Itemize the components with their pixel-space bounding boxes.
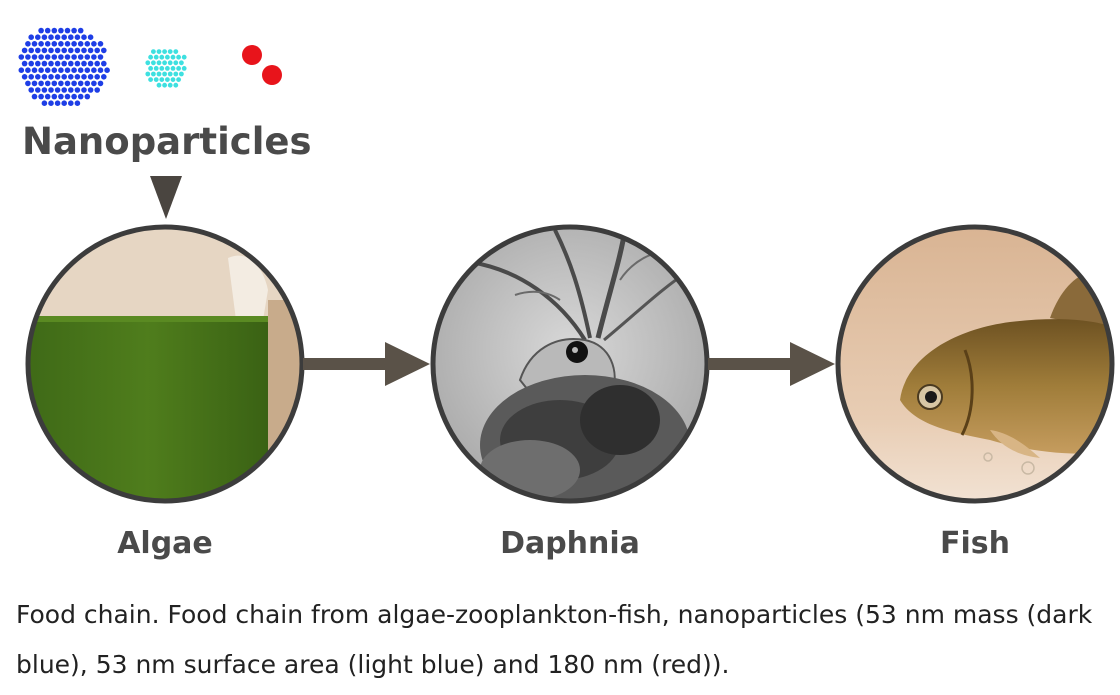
- daphnia-image: [433, 227, 707, 501]
- arrow-algae-to-daphnia: [303, 342, 430, 386]
- fish-image: [838, 227, 1112, 501]
- figure-caption: Food chain. Food chain from algae-zoopla…: [16, 600, 1093, 679]
- fish-node: [835, 224, 1115, 504]
- fish-label: Fish: [940, 526, 1010, 561]
- nanoparticles-title: Nanoparticles: [22, 120, 312, 163]
- down-arrow: [150, 176, 182, 219]
- food-chain-diagram: Nanoparticles: [18, 27, 1115, 561]
- nanoparticles-red-cluster: [242, 45, 282, 85]
- algae-node: [25, 224, 305, 504]
- nanoparticles-light-blue-cluster: [145, 49, 187, 88]
- daphnia-node: [430, 224, 710, 504]
- arrow-daphnia-to-fish: [708, 342, 835, 386]
- algae-label: Algae: [117, 526, 213, 561]
- nanoparticles-dark-blue-cluster: [18, 27, 110, 106]
- daphnia-label: Daphnia: [500, 526, 640, 561]
